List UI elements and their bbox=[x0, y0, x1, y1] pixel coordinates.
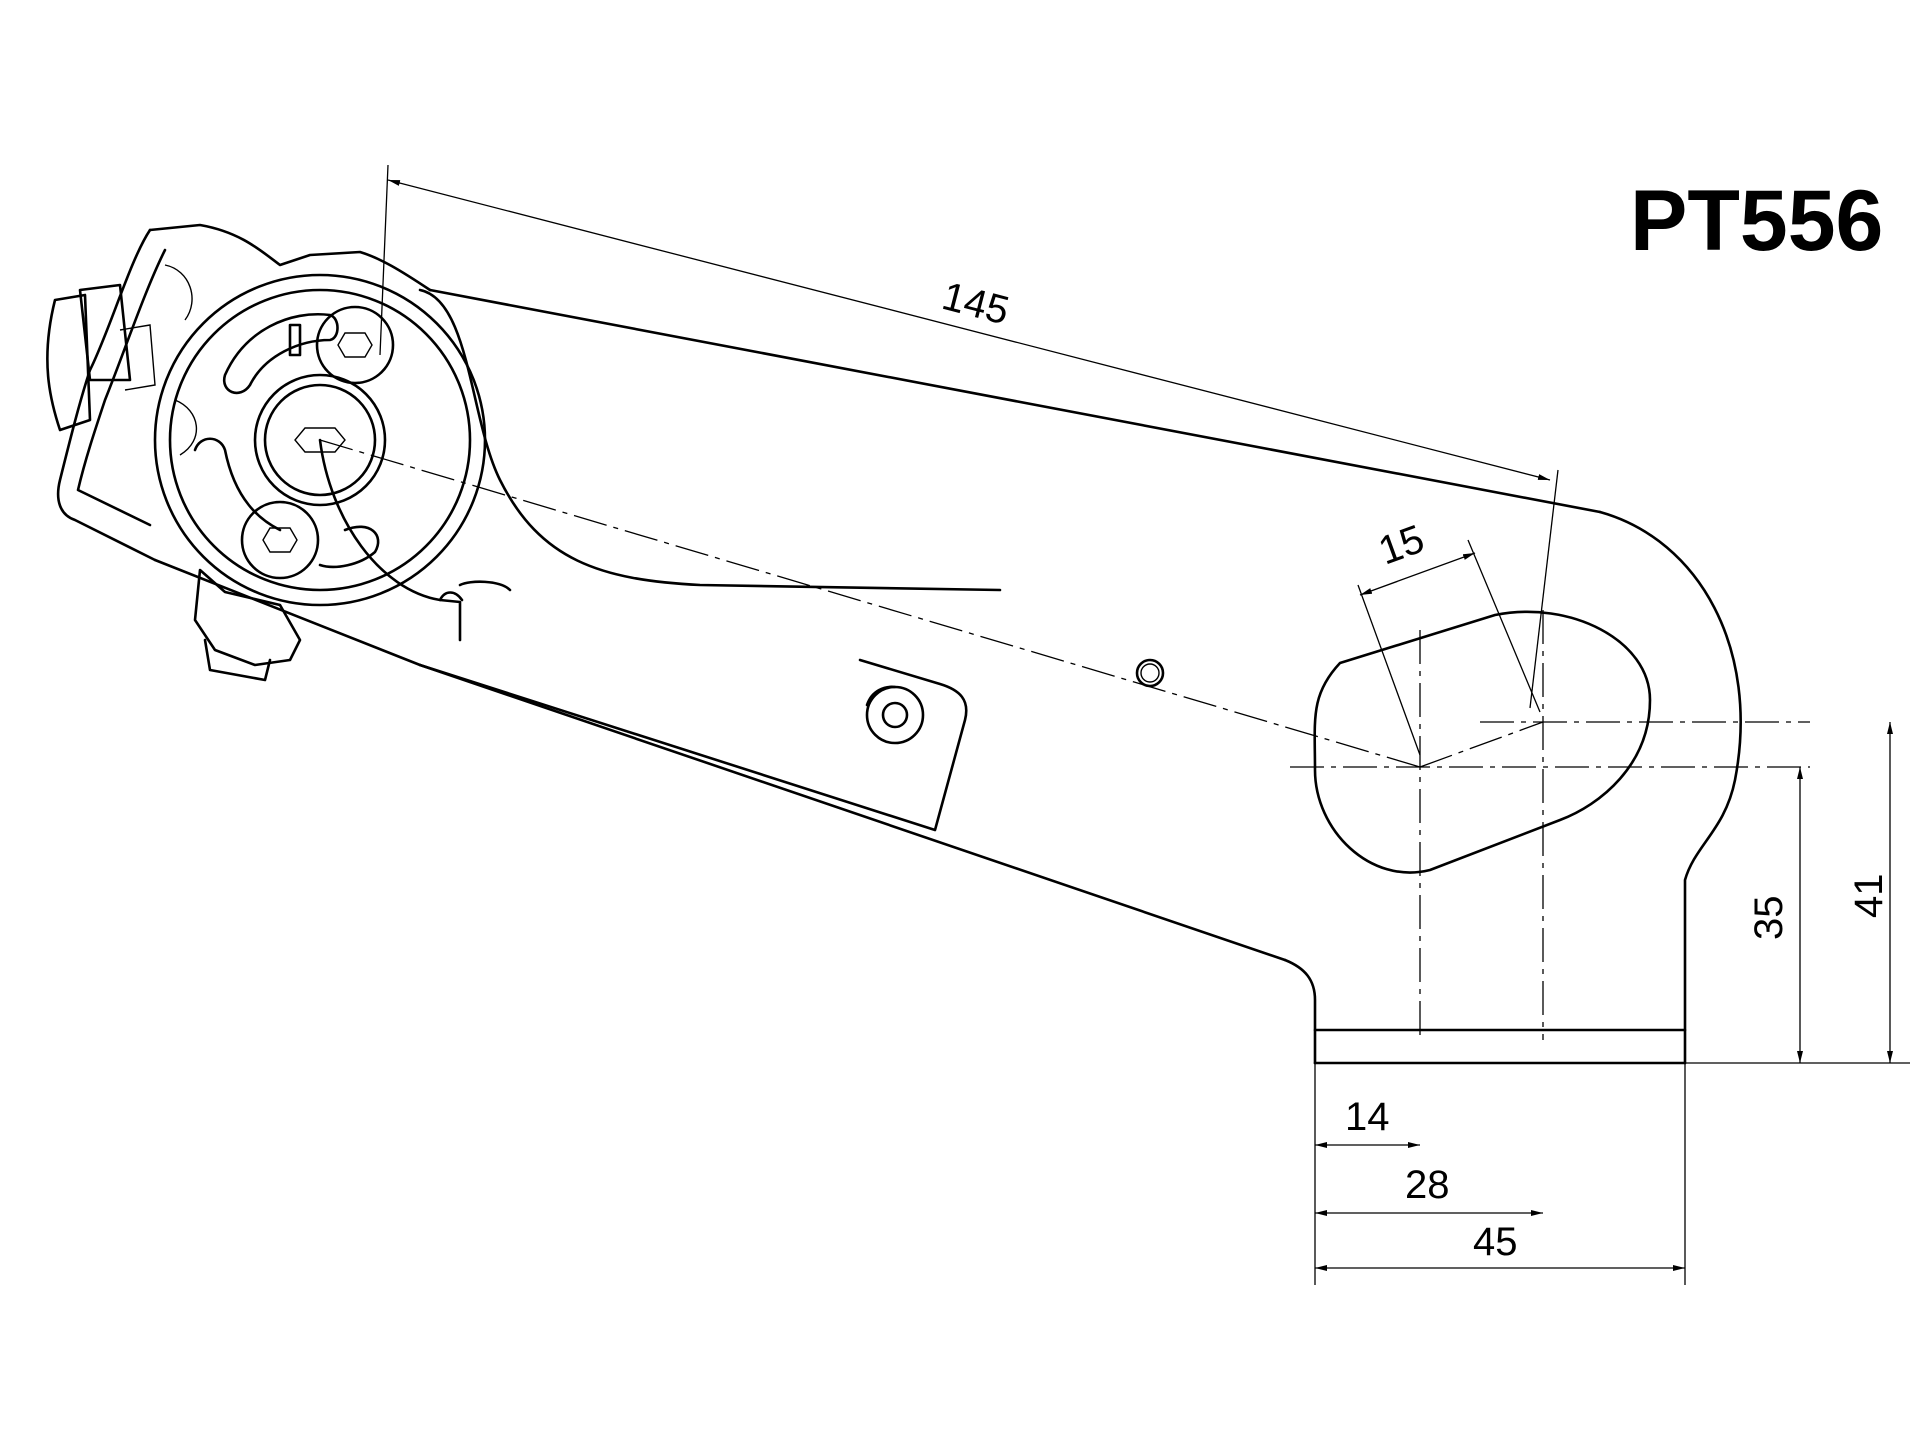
cover-plate bbox=[318, 288, 1002, 832]
center-lines bbox=[319, 439, 1810, 1040]
dim-label-41: 41 bbox=[1847, 874, 1891, 919]
dim-label-35: 35 bbox=[1747, 896, 1791, 941]
dimension-14-28-45: 14 28 45 bbox=[1314, 1063, 1686, 1285]
adjustment-slot bbox=[1313, 610, 1652, 874]
dimension-15: 15 bbox=[1357, 517, 1541, 756]
small-fixings bbox=[865, 658, 1165, 745]
bracket-body bbox=[153, 288, 1742, 1065]
dimension-145: 145 bbox=[379, 164, 1559, 709]
pivot-assembly bbox=[46, 223, 487, 682]
dim-label-45: 45 bbox=[1473, 1220, 1518, 1264]
dim-label-15: 15 bbox=[1373, 517, 1430, 574]
part-number-title: PT556 bbox=[1630, 173, 1883, 269]
dimension-41: 41 bbox=[1815, 722, 1910, 1064]
dim-label-14: 14 bbox=[1345, 1095, 1390, 1139]
dim-label-28: 28 bbox=[1405, 1163, 1450, 1207]
dimension-35: 35 bbox=[1685, 767, 1815, 1064]
